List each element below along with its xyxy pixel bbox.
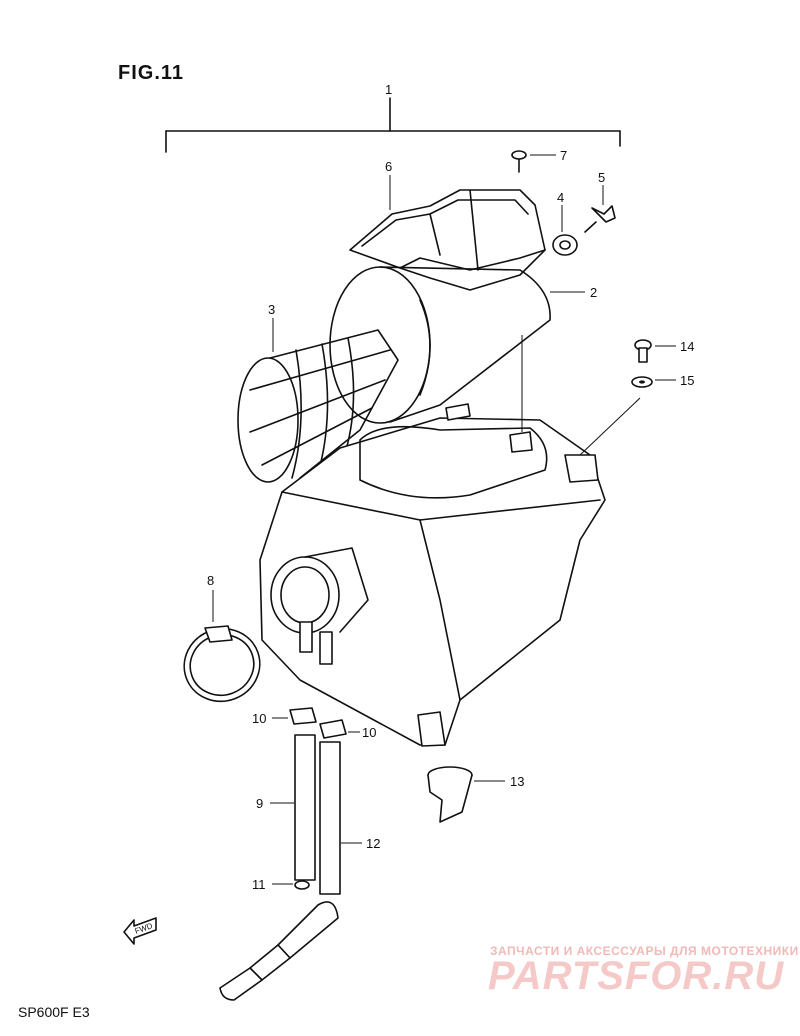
part-14-bolt xyxy=(634,339,676,363)
fwd-arrow xyxy=(123,917,157,945)
part-15-washer xyxy=(631,376,676,388)
callout-5: 5 xyxy=(598,170,605,185)
callout-14: 14 xyxy=(680,339,694,354)
part-7-screw xyxy=(511,150,556,173)
part-5-wing-bolt xyxy=(584,185,616,233)
callout-10-right: 10 xyxy=(362,725,376,740)
model-code: SP600F E3 xyxy=(18,1004,90,1020)
callout-13: 13 xyxy=(510,774,524,789)
part-13-drain-cap xyxy=(427,766,505,823)
callout-1: 1 xyxy=(385,82,392,97)
callout-10-left: 10 xyxy=(252,711,266,726)
drain-hose xyxy=(219,901,339,1001)
callout-15: 15 xyxy=(680,373,694,388)
callout-4: 4 xyxy=(557,190,564,205)
callout-11: 11 xyxy=(252,877,266,892)
part-9-hose xyxy=(270,734,316,881)
callout-12: 12 xyxy=(366,836,380,851)
figure-title: FIG.11 xyxy=(118,62,185,84)
part-10-clips xyxy=(272,707,360,739)
callout-7: 7 xyxy=(560,148,567,163)
watermark-logo: PARTSFOR.RU xyxy=(488,954,785,998)
part-3-filter-element xyxy=(237,318,399,483)
callout-8: 8 xyxy=(207,573,214,588)
part-2-housing xyxy=(329,266,585,424)
part-12-hose xyxy=(319,741,362,895)
callout-2: 2 xyxy=(590,285,597,300)
part-6-cover xyxy=(349,175,546,291)
callout-9: 9 xyxy=(256,796,263,811)
watermark-tagline: ЗАПЧАСТИ И АКСЕССУАРЫ ДЛЯ МОТОТЕХНИКИ xyxy=(490,944,799,958)
part-11-plug xyxy=(272,880,310,890)
part-8-clamp xyxy=(183,590,261,703)
callout-6: 6 xyxy=(385,159,392,174)
callout-3: 3 xyxy=(268,302,275,317)
part-4-grommet xyxy=(552,205,578,256)
assembly-bracket xyxy=(165,97,621,153)
lower-airbox xyxy=(259,335,641,747)
